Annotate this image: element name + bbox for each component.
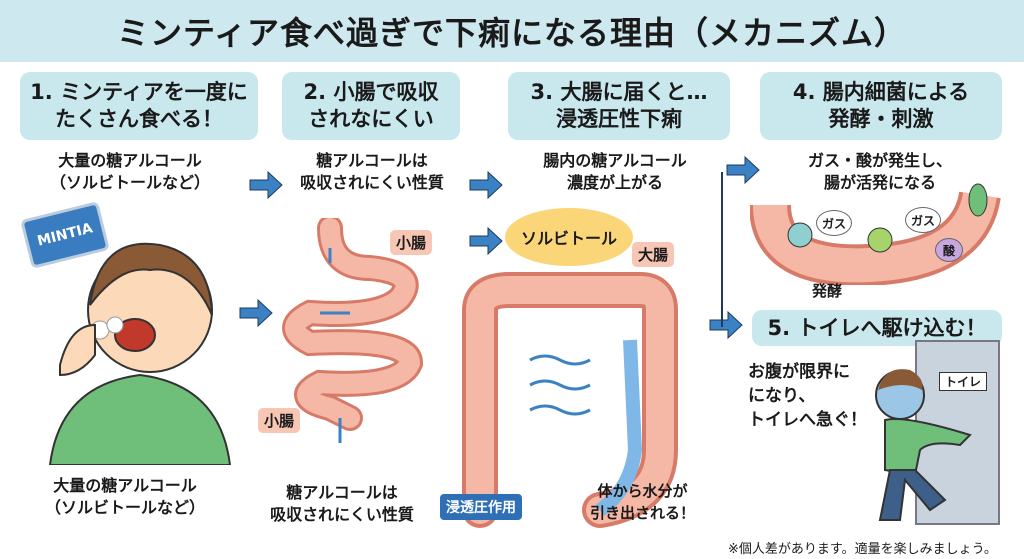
arrow-icon xyxy=(469,170,503,200)
small-intestine-tag-bottom: 小腸 xyxy=(258,408,301,433)
step-3-heading: 3. 大腸に届くと… 浸透圧性下痢 xyxy=(508,72,730,140)
footer-note: ※個人差があります。適量を楽しみましょう。 xyxy=(728,542,997,557)
gas-bubble-2: ガス xyxy=(905,207,941,233)
step-5-desc: お腹が限界に になり、 トイレへ急ぐ！ xyxy=(748,362,867,430)
step-2-desc: 糖アルコールは 吸収されにくい性質 xyxy=(300,151,444,192)
large-intestine-illustration xyxy=(462,272,678,528)
page-title: ミンティア食べ過ぎで下痢になる理由（メカニズム） xyxy=(0,0,1024,62)
arrow-icon xyxy=(469,226,503,256)
step-1-caption: 大量の糖アルコール （ソルビトールなど） xyxy=(44,476,205,517)
arrow-icon xyxy=(249,170,283,200)
water-drawn-label: 体から水分が 引き出される！ xyxy=(589,482,695,522)
large-intestine-tag: 大腸 xyxy=(632,242,675,267)
arrow-icon xyxy=(709,310,743,340)
gas-bubble-1: ガス xyxy=(816,210,852,236)
step-2-caption: 糖アルコールは 吸収されにくい性質 xyxy=(270,483,414,524)
acid-bubble: 酸 xyxy=(935,238,963,262)
step-4-heading: 4. 腸内細菌による 発酵・刺激 xyxy=(760,72,1002,140)
small-intestine-illustration xyxy=(282,218,424,443)
fermentation-label: 発酵 xyxy=(812,282,843,300)
step-2-heading: 2. 小腸で吸収 されなにくい xyxy=(282,72,460,140)
boy-eating-illustration xyxy=(48,242,232,465)
bacteria-intestine-illustration xyxy=(750,183,1001,285)
step-1-desc: 大量の糖アルコール （ソルビトールなど） xyxy=(49,151,210,192)
step-1-heading: 1. ミンティアを一度に たくさん食べる！ xyxy=(20,72,258,140)
step-4-desc: ガス・酸が発生し、 腸が活発になる xyxy=(807,151,952,192)
small-intestine-tag-top: 小腸 xyxy=(390,230,433,255)
osmosis-label: 浸透圧作用 xyxy=(440,494,522,520)
step-3-desc: 腸内の糖アルコール 濃度が上がる xyxy=(543,151,687,192)
toilet-sign: トイレ xyxy=(939,372,987,391)
boy-running-illustration xyxy=(875,369,972,521)
sorbitol-bubble: ソルビトール xyxy=(505,208,633,266)
arrow-icon xyxy=(726,155,760,185)
arrow-icon xyxy=(239,298,273,328)
